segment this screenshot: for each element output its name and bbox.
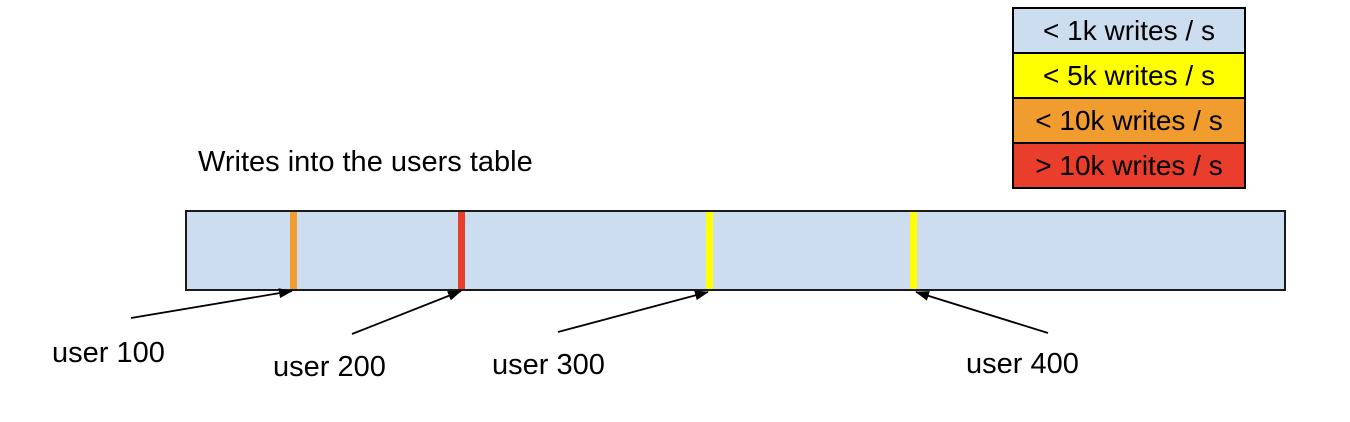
legend-item-gt-10k: > 10k writes / s bbox=[1012, 142, 1246, 189]
arrow-user-400 bbox=[915, 291, 1049, 334]
users-table-bar bbox=[185, 210, 1286, 291]
legend-item-label: < 10k writes / s bbox=[1035, 104, 1223, 136]
user-300-label: user 300 bbox=[492, 349, 605, 381]
write-hotspot-user-300 bbox=[706, 212, 713, 289]
legend-item-lt-1k: < 1k writes / s bbox=[1012, 7, 1246, 54]
legend: < 1k writes / s < 5k writes / s < 10k wr… bbox=[1012, 7, 1246, 189]
legend-item-label: < 1k writes / s bbox=[1043, 14, 1215, 46]
arrow-user-200 bbox=[351, 290, 462, 335]
user-400-label: user 400 bbox=[966, 348, 1079, 380]
legend-item-lt-10k: < 10k writes / s bbox=[1012, 97, 1246, 144]
user-100-label: user 100 bbox=[52, 337, 165, 369]
diagram-title: Writes into the users table bbox=[198, 146, 533, 178]
user-200-label: user 200 bbox=[273, 351, 386, 383]
legend-item-lt-5k: < 5k writes / s bbox=[1012, 52, 1246, 99]
arrow-user-300 bbox=[557, 290, 709, 333]
arrow-user-100 bbox=[130, 288, 293, 319]
write-hotspot-user-100 bbox=[290, 212, 297, 289]
legend-item-label: > 10k writes / s bbox=[1035, 149, 1223, 181]
write-hotspot-user-200 bbox=[458, 212, 465, 289]
write-hotspot-user-400 bbox=[910, 212, 917, 289]
legend-item-label: < 5k writes / s bbox=[1043, 59, 1215, 91]
